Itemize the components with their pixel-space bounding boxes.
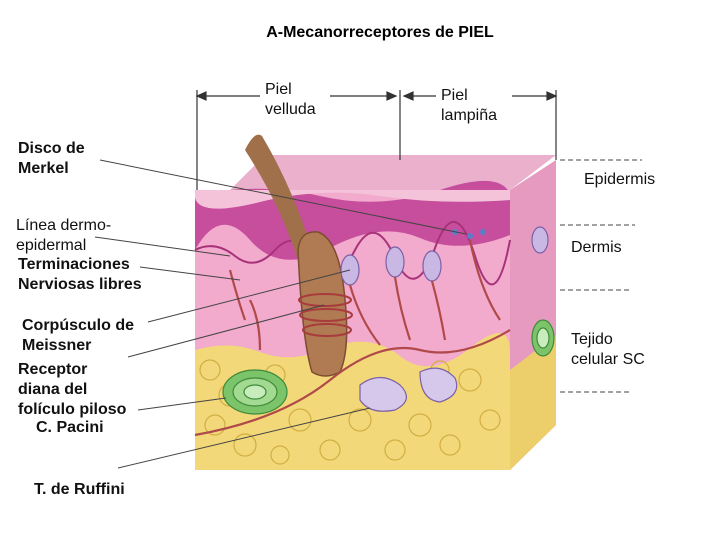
label-subcutaneous: Tejido celular SC	[571, 330, 645, 370]
diagram-title: A-Mecanorreceptores de PIEL	[0, 24, 720, 42]
label-ruffini: T. de Ruffini	[34, 480, 125, 500]
label-hairy-skin: Piel velluda	[265, 80, 316, 120]
label-glabrous-skin: Piel lampiña	[441, 86, 497, 126]
label-free-endings: Terminaciones Nerviosas libres	[18, 255, 142, 295]
label-merkel: Disco de Merkel	[18, 139, 85, 179]
label-dermis: Dermis	[571, 238, 622, 258]
label-dermo-epidermal: Línea dermo- epidermal	[16, 216, 111, 256]
label-meissner: Corpúsculo de Meissner	[22, 316, 134, 356]
label-pacini: C. Pacini	[36, 418, 104, 438]
label-hair-receptor: Receptor diana del folículo piloso	[18, 360, 126, 420]
label-epidermis: Epidermis	[584, 170, 655, 190]
